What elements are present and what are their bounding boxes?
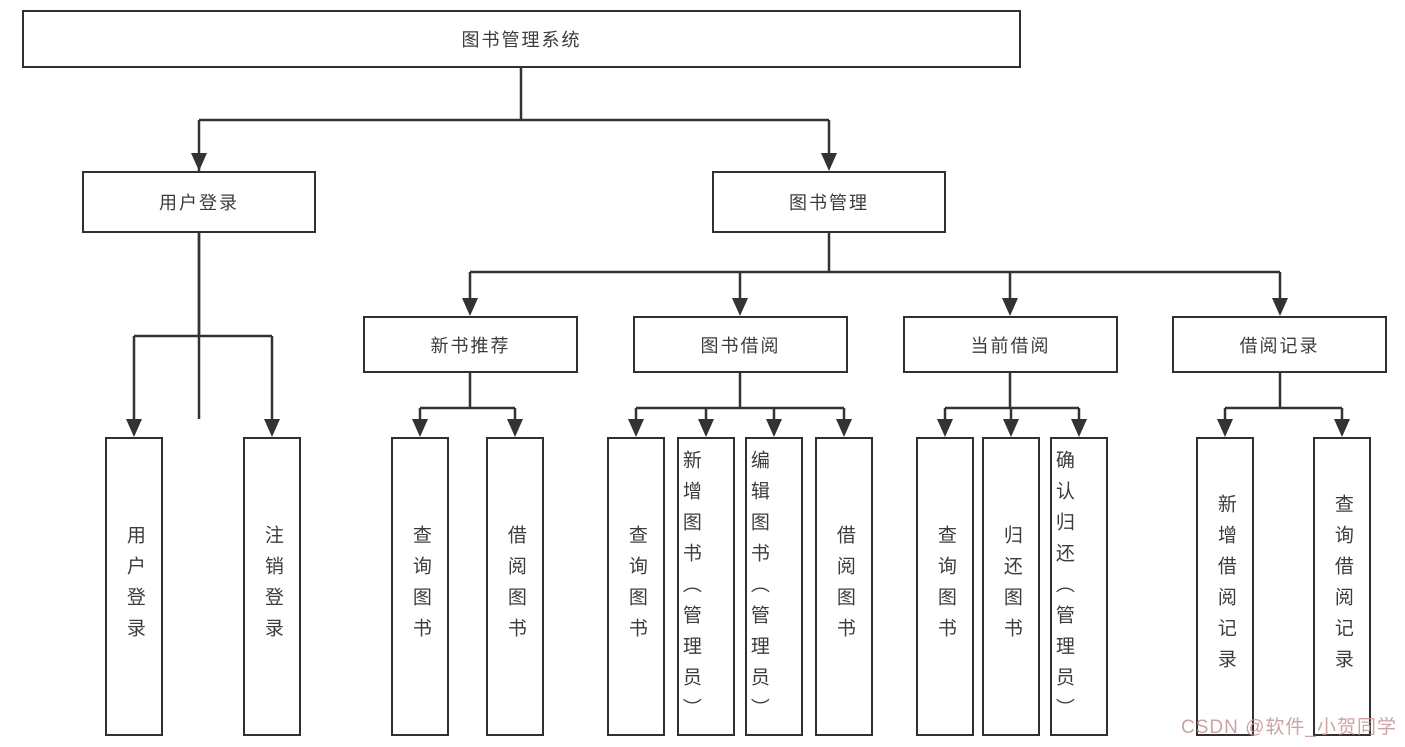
leaf-return-books: 归还图书: [982, 437, 1040, 736]
leaf-add-book-admin-label: 新增图书（管理员）: [679, 449, 701, 729]
leaf-newbook-query-books-label: 查询图书: [409, 524, 431, 649]
leaf-newbook-borrow-books: 借阅图书: [486, 437, 544, 736]
node-book-borrowing-label: 图书借阅: [700, 335, 781, 356]
leaf-current-query-books: 查询图书: [916, 437, 974, 736]
node-root-label: 图书管理系统: [461, 30, 582, 50]
leaf-add-borrow-record: 新增借阅记录: [1196, 437, 1254, 736]
leaf-query-borrow-record-label: 查询借阅记录: [1331, 493, 1353, 680]
leaf-borrow-query-books-label: 查询图书: [625, 524, 647, 649]
node-user-login-label: 用户登录: [159, 193, 239, 213]
csdn-watermark: CSDN @软件_小贺同学: [1181, 717, 1397, 738]
node-book-borrowing: 图书借阅: [633, 316, 848, 373]
node-new-book-recommend-label: 新书推荐: [430, 335, 511, 356]
arrowheads: [126, 153, 1350, 437]
leaf-edit-book-admin: 编辑图书（管理员）: [745, 437, 803, 736]
node-user-login: 用户登录: [82, 171, 316, 233]
leaf-logout: 注销登录: [243, 437, 301, 736]
leaf-query-borrow-record: 查询借阅记录: [1313, 437, 1371, 736]
leaf-confirm-return-admin: 确认归还（管理员）: [1050, 437, 1108, 736]
leaf-return-books-label: 归还图书: [1000, 524, 1022, 649]
leaf-current-query-books-label: 查询图书: [934, 524, 956, 649]
node-root-system: 图书管理系统: [22, 10, 1021, 68]
leaf-user-login-label: 用户登录: [123, 524, 145, 649]
node-book-management: 图书管理: [712, 171, 946, 233]
leaf-borrow-books-label: 借阅图书: [833, 524, 855, 649]
node-borrowing-records-label: 借阅记录: [1239, 335, 1320, 356]
leaf-borrow-query-books: 查询图书: [607, 437, 665, 736]
leaf-add-borrow-record-label: 新增借阅记录: [1214, 493, 1236, 680]
node-borrowing-records: 借阅记录: [1172, 316, 1387, 373]
leaf-edit-book-admin-label: 编辑图书（管理员）: [747, 449, 769, 729]
node-book-management-label: 图书管理: [789, 193, 869, 213]
leaf-newbook-borrow-books-label: 借阅图书: [504, 524, 526, 649]
leaf-add-book-admin: 新增图书（管理员）: [677, 437, 735, 736]
node-new-book-recommend: 新书推荐: [363, 316, 578, 373]
leaf-logout-label: 注销登录: [261, 524, 283, 649]
leaf-confirm-return-admin-label: 确认归还（管理员）: [1052, 449, 1074, 729]
leaf-newbook-query-books: 查询图书: [391, 437, 449, 736]
node-current-borrowing-label: 当前借阅: [970, 335, 1051, 356]
leaf-borrow-books: 借阅图书: [815, 437, 873, 736]
node-current-borrowing: 当前借阅: [903, 316, 1118, 373]
leaf-user-login: 用户登录: [105, 437, 163, 736]
